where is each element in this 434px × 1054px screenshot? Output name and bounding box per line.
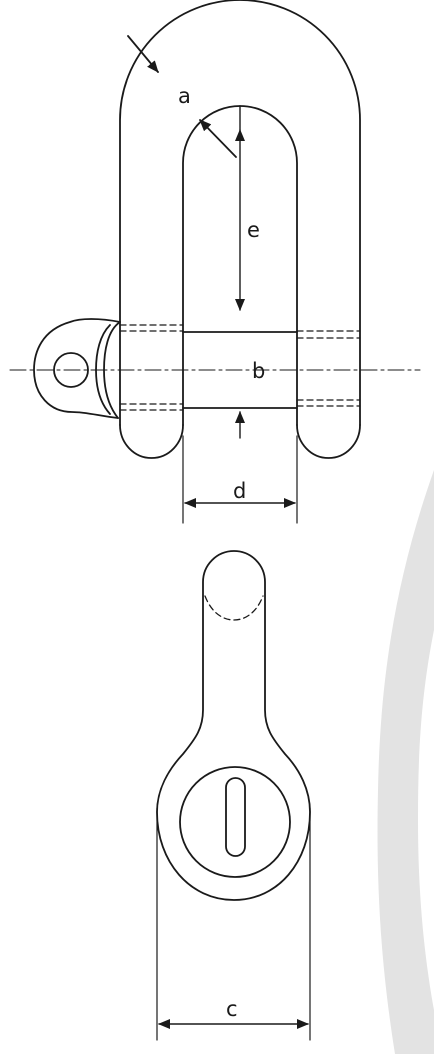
label-a: a [178, 84, 191, 108]
pin-head-circle [179, 766, 291, 878]
label-d: d [233, 479, 246, 503]
shackle-body-outer [119, 0, 361, 426]
pin-slot [225, 777, 246, 857]
pin-eye-head [33, 318, 121, 419]
side-view-body [156, 550, 311, 901]
label-c: c [226, 997, 238, 1021]
label-e: e [247, 218, 260, 242]
dim-a-line-inner [199, 119, 237, 158]
right-foot [296, 424, 361, 459]
label-b: b [252, 359, 265, 383]
pin-eye-hole [53, 352, 89, 388]
dim-a-line-outer [127, 35, 159, 73]
background-band [377, 470, 434, 1054]
left-foot [119, 424, 184, 459]
side-view-hidden-pin [204, 595, 264, 621]
